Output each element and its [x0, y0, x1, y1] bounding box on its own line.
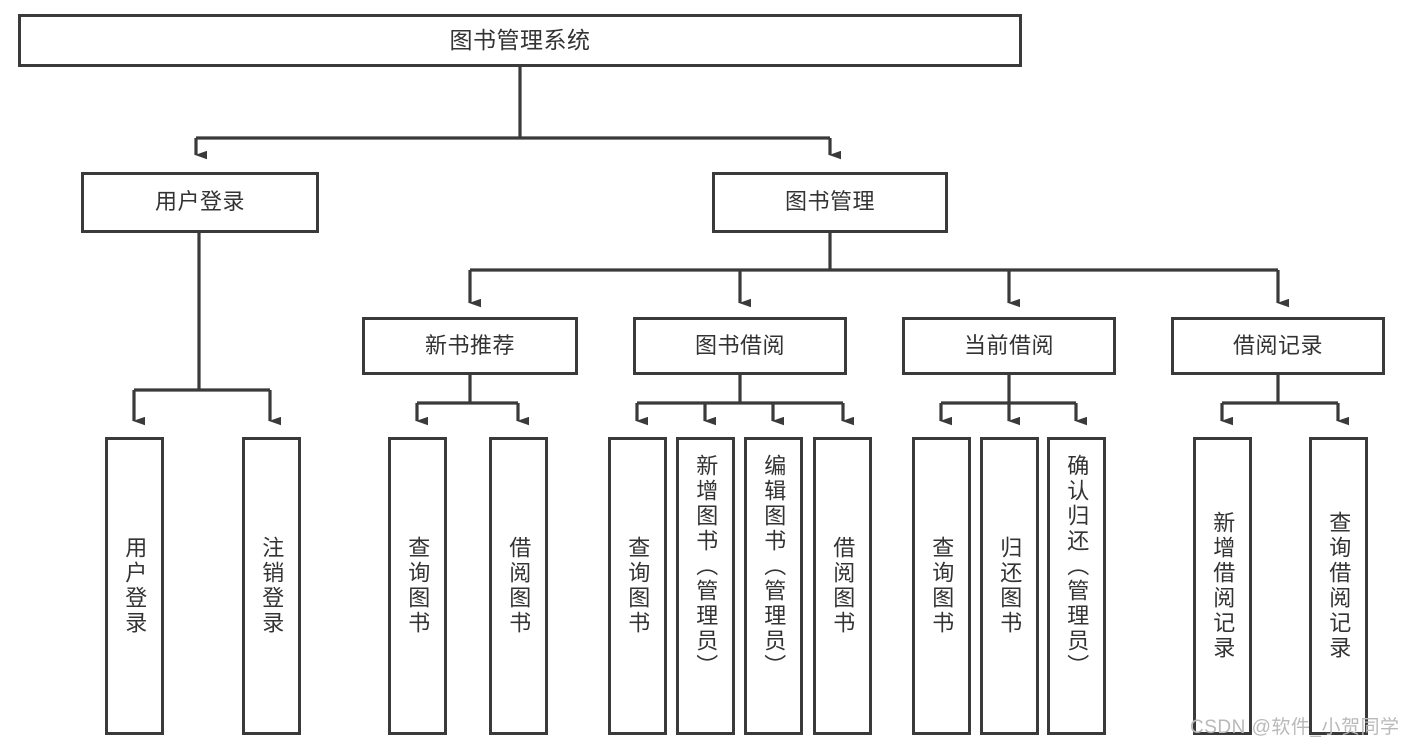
leaf-book-borrow-add-book-admin[interactable]: 新增图书（管理员） — [676, 437, 735, 735]
node-label: 用户登录 — [122, 536, 148, 636]
node-label: 新增图书（管理员） — [693, 454, 719, 679]
node-label: 查询借阅记录 — [1326, 511, 1352, 661]
node-label: 查询图书 — [929, 536, 955, 636]
node-label: 借阅图书 — [506, 536, 532, 636]
node-label: 归还图书 — [997, 536, 1023, 636]
watermark-text: CSDN @软件_小贺同学 — [1190, 717, 1400, 738]
node-label: 用户登录 — [154, 189, 245, 215]
leaf-user-login-logout[interactable]: 注销登录 — [242, 437, 301, 735]
leaf-user-login-login[interactable]: 用户登录 — [105, 437, 164, 735]
node-label: 新书推荐 — [424, 332, 515, 358]
node-book-borrow[interactable]: 图书借阅 — [633, 317, 847, 375]
node-label: 图书管理 — [784, 189, 875, 215]
node-label: 图书借阅 — [694, 332, 785, 358]
node-label: 查询图书 — [405, 536, 431, 636]
leaf-current-borrow-query-book[interactable]: 查询图书 — [912, 437, 971, 735]
node-label: 查询图书 — [625, 536, 651, 636]
node-label: 借阅图书 — [830, 536, 856, 636]
node-root-book-management-system[interactable]: 图书管理系统 — [18, 14, 1022, 67]
node-user-login[interactable]: 用户登录 — [81, 172, 319, 233]
leaf-new-book-query-book[interactable]: 查询图书 — [388, 437, 447, 735]
node-borrow-record[interactable]: 借阅记录 — [1171, 317, 1385, 375]
node-label: 新增借阅记录 — [1210, 511, 1236, 661]
leaf-book-borrow-edit-book-admin[interactable]: 编辑图书（管理员） — [744, 437, 803, 735]
node-label: 当前借阅 — [963, 332, 1054, 358]
node-label: 借阅记录 — [1232, 332, 1323, 358]
leaf-book-borrow-borrow-book[interactable]: 借阅图书 — [813, 437, 872, 735]
leaf-current-borrow-return-book[interactable]: 归还图书 — [980, 437, 1039, 735]
leaf-borrow-record-add-record[interactable]: 新增借阅记录 — [1193, 437, 1252, 735]
node-new-book-recommend[interactable]: 新书推荐 — [362, 317, 578, 375]
node-label: 图书管理系统 — [449, 26, 591, 53]
leaf-book-borrow-query-book[interactable]: 查询图书 — [608, 437, 667, 735]
leaf-borrow-record-query-record[interactable]: 查询借阅记录 — [1309, 437, 1368, 735]
node-label: 注销登录 — [259, 536, 285, 636]
node-book-management[interactable]: 图书管理 — [712, 172, 948, 233]
node-label: 确认归还（管理员） — [1064, 454, 1090, 679]
node-label: 编辑图书（管理员） — [761, 454, 787, 679]
leaf-current-borrow-confirm-return-admin[interactable]: 确认归还（管理员） — [1047, 437, 1106, 735]
node-current-borrow[interactable]: 当前借阅 — [902, 317, 1116, 375]
leaf-new-book-borrow-book[interactable]: 借阅图书 — [489, 437, 548, 735]
